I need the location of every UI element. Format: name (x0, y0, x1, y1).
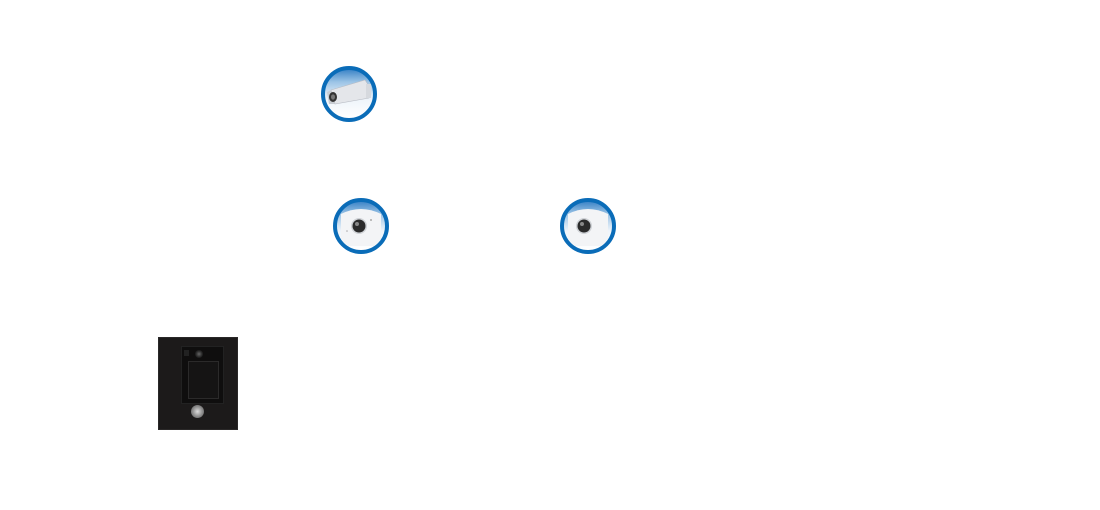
dome-camera-icon (568, 209, 608, 246)
door-station-screen (188, 361, 219, 399)
dome-camera-icon (341, 209, 381, 246)
door-station-device[interactable] (158, 337, 238, 430)
dome-camera-device[interactable] (333, 198, 389, 254)
dome-camera-device[interactable] (560, 198, 616, 254)
sensor (184, 350, 189, 356)
call-button[interactable] (191, 405, 204, 418)
door-station-icon (181, 346, 224, 404)
camera-lens (195, 350, 203, 358)
bullet-camera-icon (327, 79, 371, 105)
bullet-camera-device[interactable] (321, 66, 377, 122)
